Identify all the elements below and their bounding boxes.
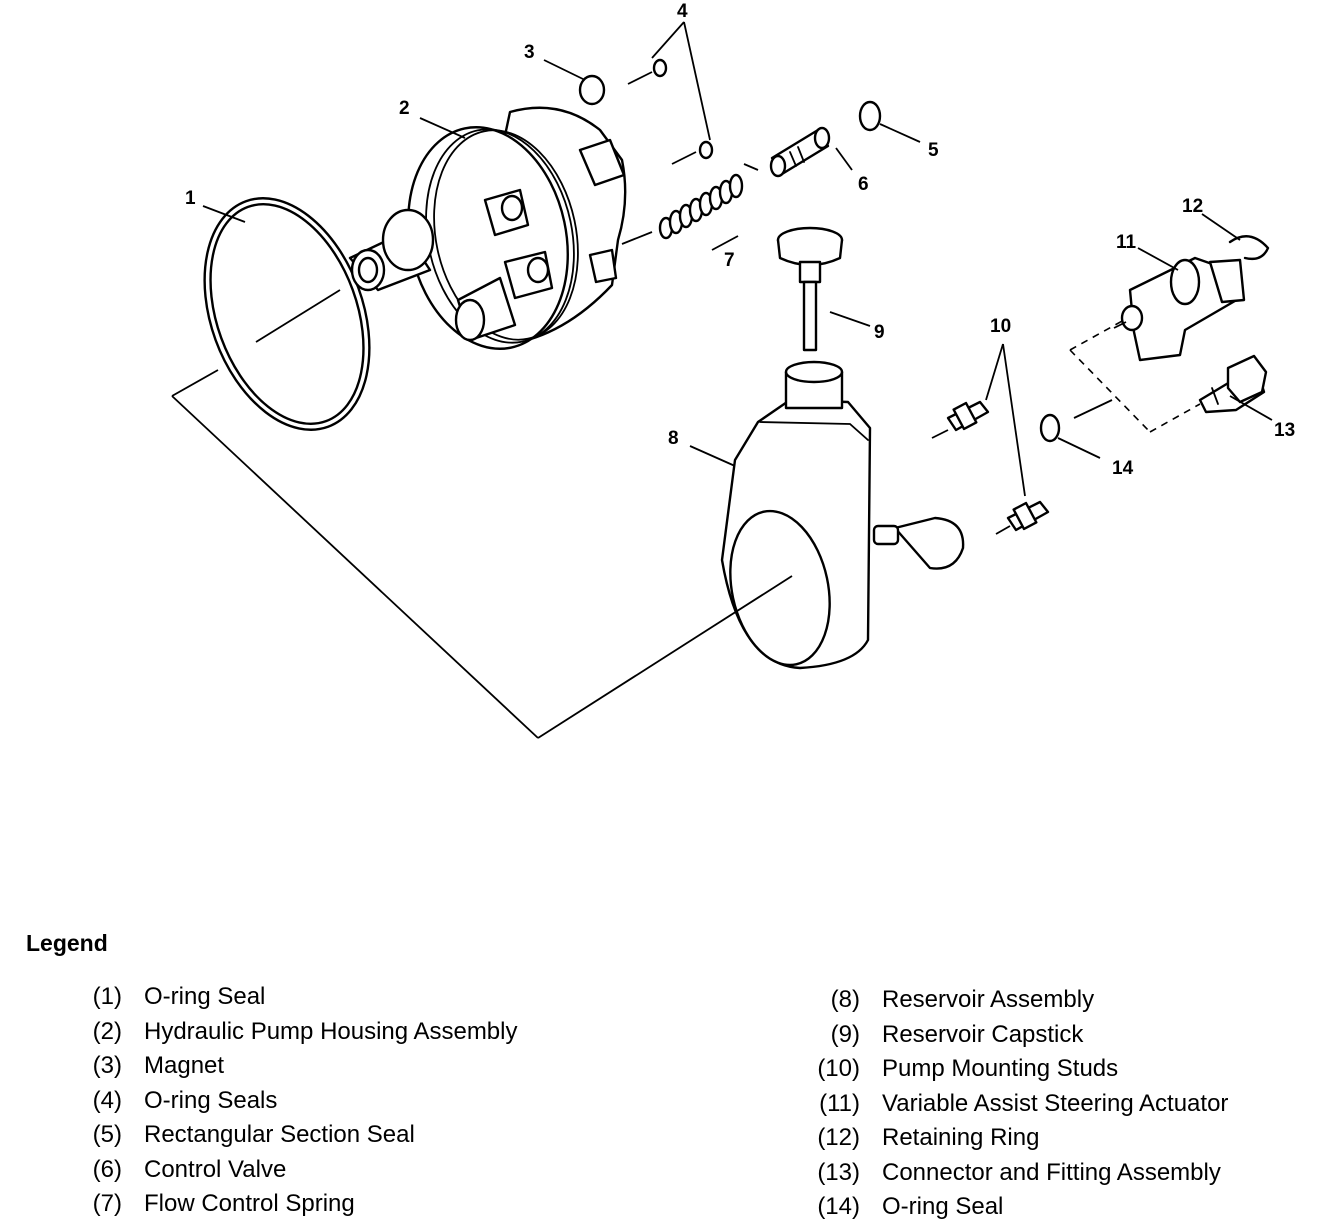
legend-item-label: O-ring Seal <box>882 1193 1004 1221</box>
callout-13: 13 <box>1274 420 1295 441</box>
legend-item-label: O-ring Seals <box>144 1086 278 1114</box>
legend-item-label: Connector and Fitting Assembly <box>882 1158 1221 1186</box>
callout-4: 4 <box>677 1 688 22</box>
legend-item-number: (13) <box>817 1158 860 1186</box>
legend-item: (4) O-ring Seals <box>82 1084 518 1119</box>
reservoir-assembly <box>720 360 965 670</box>
legend-item: (8) Reservoir Assembly <box>800 983 1228 1018</box>
pump-mounting-studs <box>946 400 1050 532</box>
rectangular-section-seal <box>858 100 882 132</box>
legend-item-number: (3) <box>92 1052 122 1080</box>
legend-item-number: (8) <box>830 986 860 1014</box>
callout-8: 8 <box>668 428 679 449</box>
legend-item-number: (11) <box>819 1089 860 1117</box>
leader-lines <box>171 21 1273 739</box>
legend-item: (2) Hydraulic Pump Housing Assembly <box>82 1015 518 1050</box>
legend-item-number: (12) <box>817 1124 860 1152</box>
legend-right-column: (8) Reservoir Assembly (9) Reservoir Capst… <box>800 983 1228 1225</box>
callout-5: 5 <box>928 140 939 161</box>
legend-item: (7) Flow Control Spring <box>82 1187 518 1222</box>
callout-11: 11 <box>1116 232 1137 253</box>
legend-item: (13) Connector and Fitting Assembly <box>800 1156 1228 1191</box>
o-ring-seal-14 <box>1039 413 1061 443</box>
legend-item-number: (7) <box>92 1190 122 1218</box>
legend-item: (6) Control Valve <box>82 1153 518 1188</box>
legend-item-number: (1) <box>92 983 122 1011</box>
variable-assist-steering-actuator <box>1120 256 1246 362</box>
legend-item-number: (14) <box>817 1193 860 1221</box>
legend-item-label: Pump Mounting Studs <box>882 1055 1119 1083</box>
connector-fitting-assembly <box>1198 354 1268 414</box>
callout-10: 10 <box>990 316 1011 337</box>
legend-item-number: (10) <box>817 1055 860 1083</box>
legend-item-number: (9) <box>830 1020 860 1048</box>
legend-title: Legend <box>26 930 108 956</box>
legend-item-number: (2) <box>92 1017 122 1045</box>
legend-item: (3) Magnet <box>82 1049 518 1084</box>
callout-2: 2 <box>399 98 410 119</box>
callout-1: 1 <box>185 188 196 209</box>
o-ring-seal-1 <box>203 197 371 431</box>
legend-item-label: Reservoir Assembly <box>882 986 1095 1014</box>
o-ring-seals-4 <box>652 58 714 160</box>
callout-12: 12 <box>1182 196 1203 217</box>
callout-6: 6 <box>858 174 869 195</box>
callout-9: 9 <box>874 322 885 343</box>
legend-item-label: Rectangular Section Seal <box>144 1121 415 1149</box>
legend-item-label: Control Valve <box>144 1155 287 1183</box>
legend-item: (9) Reservoir Capstick <box>800 1018 1228 1053</box>
legend-item-label: Retaining Ring <box>882 1124 1040 1152</box>
legend-item: (5) Rectangular Section Seal <box>82 1118 518 1153</box>
control-valve <box>769 126 831 178</box>
legend-item-label: O-ring Seal <box>144 983 266 1011</box>
legend-item-label: Reservoir Capstick <box>882 1020 1084 1048</box>
legend-item-number: (4) <box>92 1086 122 1114</box>
reservoir-capstick <box>776 226 844 352</box>
exploded-parts-diagram: 1 2 3 4 5 6 7 8 9 10 11 12 13 14 <box>171 1 1295 739</box>
legend-item-number: (6) <box>92 1155 122 1183</box>
legend-item: (11) Variable Assist Steering Actuator <box>800 1087 1228 1122</box>
callout-14: 14 <box>1112 458 1134 479</box>
legend-left-column: (1) O-ring Seal (2) Hydraulic Pump Housing… <box>82 980 518 1222</box>
hydraulic-pump-housing <box>348 106 627 350</box>
legend-item: (14) O-ring Seal <box>800 1190 1228 1225</box>
flow-control-spring <box>658 173 744 240</box>
legend-item: (12) Retaining Ring <box>800 1121 1228 1156</box>
callout-3: 3 <box>524 42 535 63</box>
legend-item-label: Flow Control Spring <box>144 1190 355 1218</box>
callout-7: 7 <box>724 250 735 271</box>
retaining-ring <box>1228 235 1270 261</box>
legend-item-number: (5) <box>92 1121 122 1149</box>
legend-item: (1) O-ring Seal <box>82 980 518 1015</box>
legend-item-label: Magnet <box>144 1052 225 1080</box>
legend-item-label: Variable Assist Steering Actuator <box>882 1089 1229 1117</box>
legend-item-label: Hydraulic Pump Housing Assembly <box>144 1017 518 1045</box>
legend-item: (10) Pump Mounting Studs <box>800 1052 1228 1087</box>
magnet <box>578 74 606 106</box>
